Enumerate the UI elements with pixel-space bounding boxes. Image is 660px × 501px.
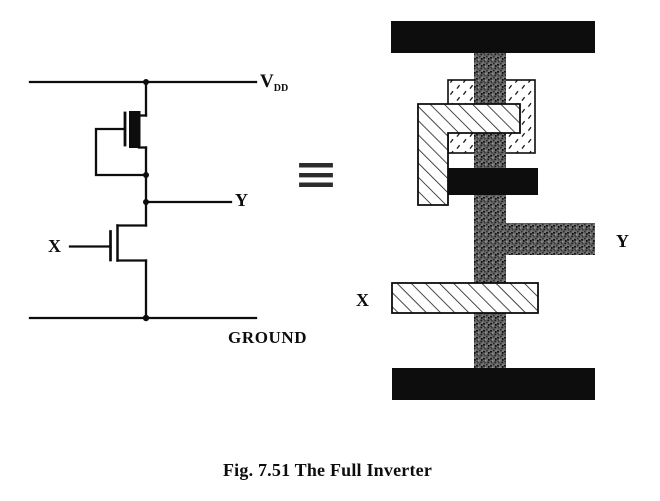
schematic-output-label: Y <box>235 190 248 210</box>
vdd-label: VDD <box>260 72 288 94</box>
figure-caption: Fig. 7.51 The Full Inverter <box>222 460 433 480</box>
output-diffusion-branch <box>505 223 595 255</box>
vdd-rail <box>28 79 258 85</box>
load-channel-bar <box>129 111 141 148</box>
output-node <box>143 199 233 205</box>
gate-source-junction-dot <box>143 172 149 178</box>
input-poly-bar <box>391 282 539 314</box>
diffusion-strip <box>474 53 506 368</box>
driver-transistor <box>68 200 148 320</box>
gate-source-contact-metal <box>448 168 538 195</box>
ground-rail <box>28 314 258 322</box>
vdd-label-main: V <box>260 71 274 92</box>
inverter-layout <box>391 21 595 400</box>
layout-output-label: Y <box>616 231 629 251</box>
ground-label: GROUND <box>228 328 308 347</box>
layout-input-label: X <box>356 290 369 310</box>
depletion-load-transistor <box>94 80 149 204</box>
ground-junction-dot <box>142 314 150 322</box>
equivalence-symbol: ≡ <box>293 142 339 205</box>
schematic-input-label: X <box>48 236 61 256</box>
load-gate-source-loop <box>94 127 148 177</box>
vdd-metal-rail <box>391 21 595 53</box>
depletion-gate-poly <box>417 103 521 206</box>
vdd-label-subscript: DD <box>273 83 289 94</box>
ground-metal-rail <box>392 368 595 400</box>
inverter-schematic <box>28 79 258 322</box>
